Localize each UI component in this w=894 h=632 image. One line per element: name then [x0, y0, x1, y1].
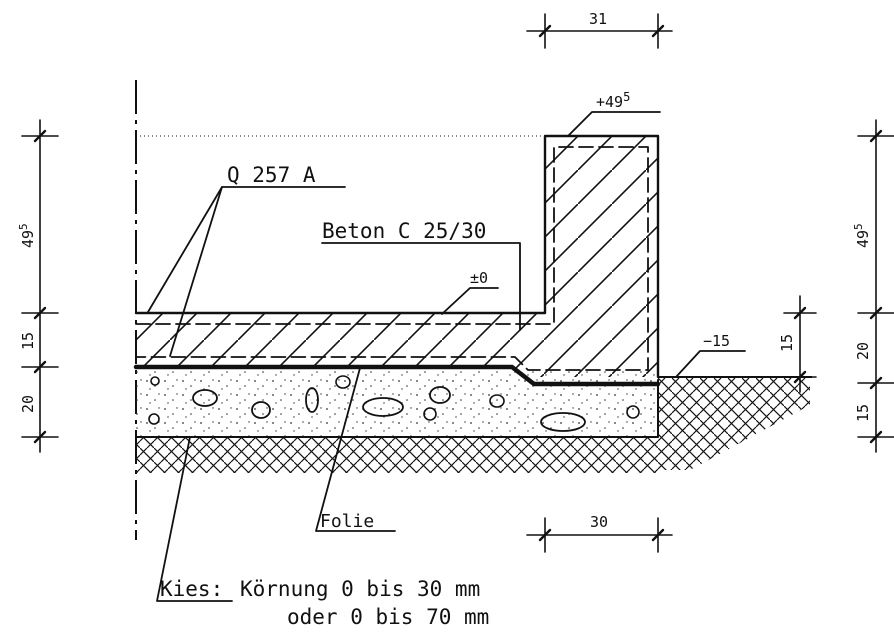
dim-wall-top — [526, 13, 673, 49]
gravel-bed — [135, 370, 659, 438]
dim-right-3: 20 — [854, 342, 872, 360]
dim-right-2: 15 — [778, 334, 796, 352]
dim-right-1: 495 — [852, 223, 872, 248]
gravel-key-label: Kies: — [160, 577, 223, 601]
level-top-wall: +495 — [596, 90, 630, 111]
dim-wall-bottom — [526, 517, 673, 553]
dim-chain-right — [783, 119, 894, 453]
foil-line — [133, 364, 661, 387]
dim-wall-top-value: 31 — [589, 10, 607, 28]
gravel-line-1: Körnung 0 bis 30 mm — [240, 577, 480, 601]
concrete-label: Beton C 25/30 — [322, 219, 486, 243]
level-floor: ±0 — [470, 269, 488, 287]
dim-wall-bottom-value: 30 — [590, 513, 608, 531]
soil — [136, 376, 812, 473]
concrete-section — [133, 134, 661, 387]
dim-right-4: 15 — [854, 404, 872, 422]
dim-left-3: 20 — [19, 395, 37, 413]
dim-left-1: 495 — [17, 223, 37, 248]
level-outside: −15 — [703, 332, 730, 350]
foil-label: Folie — [320, 511, 374, 532]
rebar-label: Q 257 A — [227, 163, 316, 187]
dim-left-2: 15 — [19, 332, 37, 350]
leader-lines — [147, 111, 746, 602]
rebar-dashed — [135, 146, 649, 371]
gravel-line-2: oder 0 bis 70 mm — [287, 605, 489, 629]
dim-chain-left — [21, 119, 59, 453]
